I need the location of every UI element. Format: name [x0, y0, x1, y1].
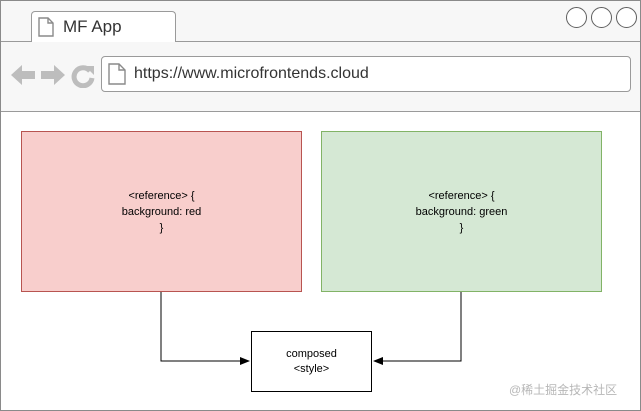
toolbar: https://www.microfrontends.cloud	[1, 42, 640, 112]
green-reference-text: <reference> { background: green }	[415, 189, 508, 234]
tab-title: MF App	[63, 17, 122, 36]
composed-style-box: composed <style>	[251, 331, 372, 392]
red-reference-text: <reference> { background: red }	[121, 189, 202, 234]
forward-arrow-icon[interactable]	[40, 64, 66, 86]
page-content: <reference> { background: red } <referen…	[1, 112, 640, 410]
connector-arrows	[160, 292, 462, 365]
document-icon	[38, 17, 54, 37]
green-to-composed-arrow	[373, 292, 462, 365]
composed-style-text: composed <style>	[286, 347, 337, 375]
document-icon	[108, 63, 126, 85]
address-bar[interactable]: https://www.microfrontends.cloud	[101, 56, 631, 92]
red-reference-box: <reference> { background: red }	[21, 131, 302, 292]
maximize-button[interactable]	[591, 7, 612, 28]
red-to-composed-arrow	[160, 292, 250, 365]
watermark: @稀土掘金技术社区	[509, 383, 618, 397]
close-button[interactable]	[616, 7, 637, 28]
minimize-button[interactable]	[566, 7, 587, 28]
back-arrow-icon[interactable]	[10, 64, 36, 86]
title-bar: MF App	[1, 1, 640, 42]
browser-tab[interactable]: MF App	[31, 11, 176, 42]
reload-icon[interactable]	[71, 64, 95, 88]
url-text: https://www.microfrontends.cloud	[134, 65, 369, 82]
green-reference-box: <reference> { background: green }	[321, 131, 602, 292]
